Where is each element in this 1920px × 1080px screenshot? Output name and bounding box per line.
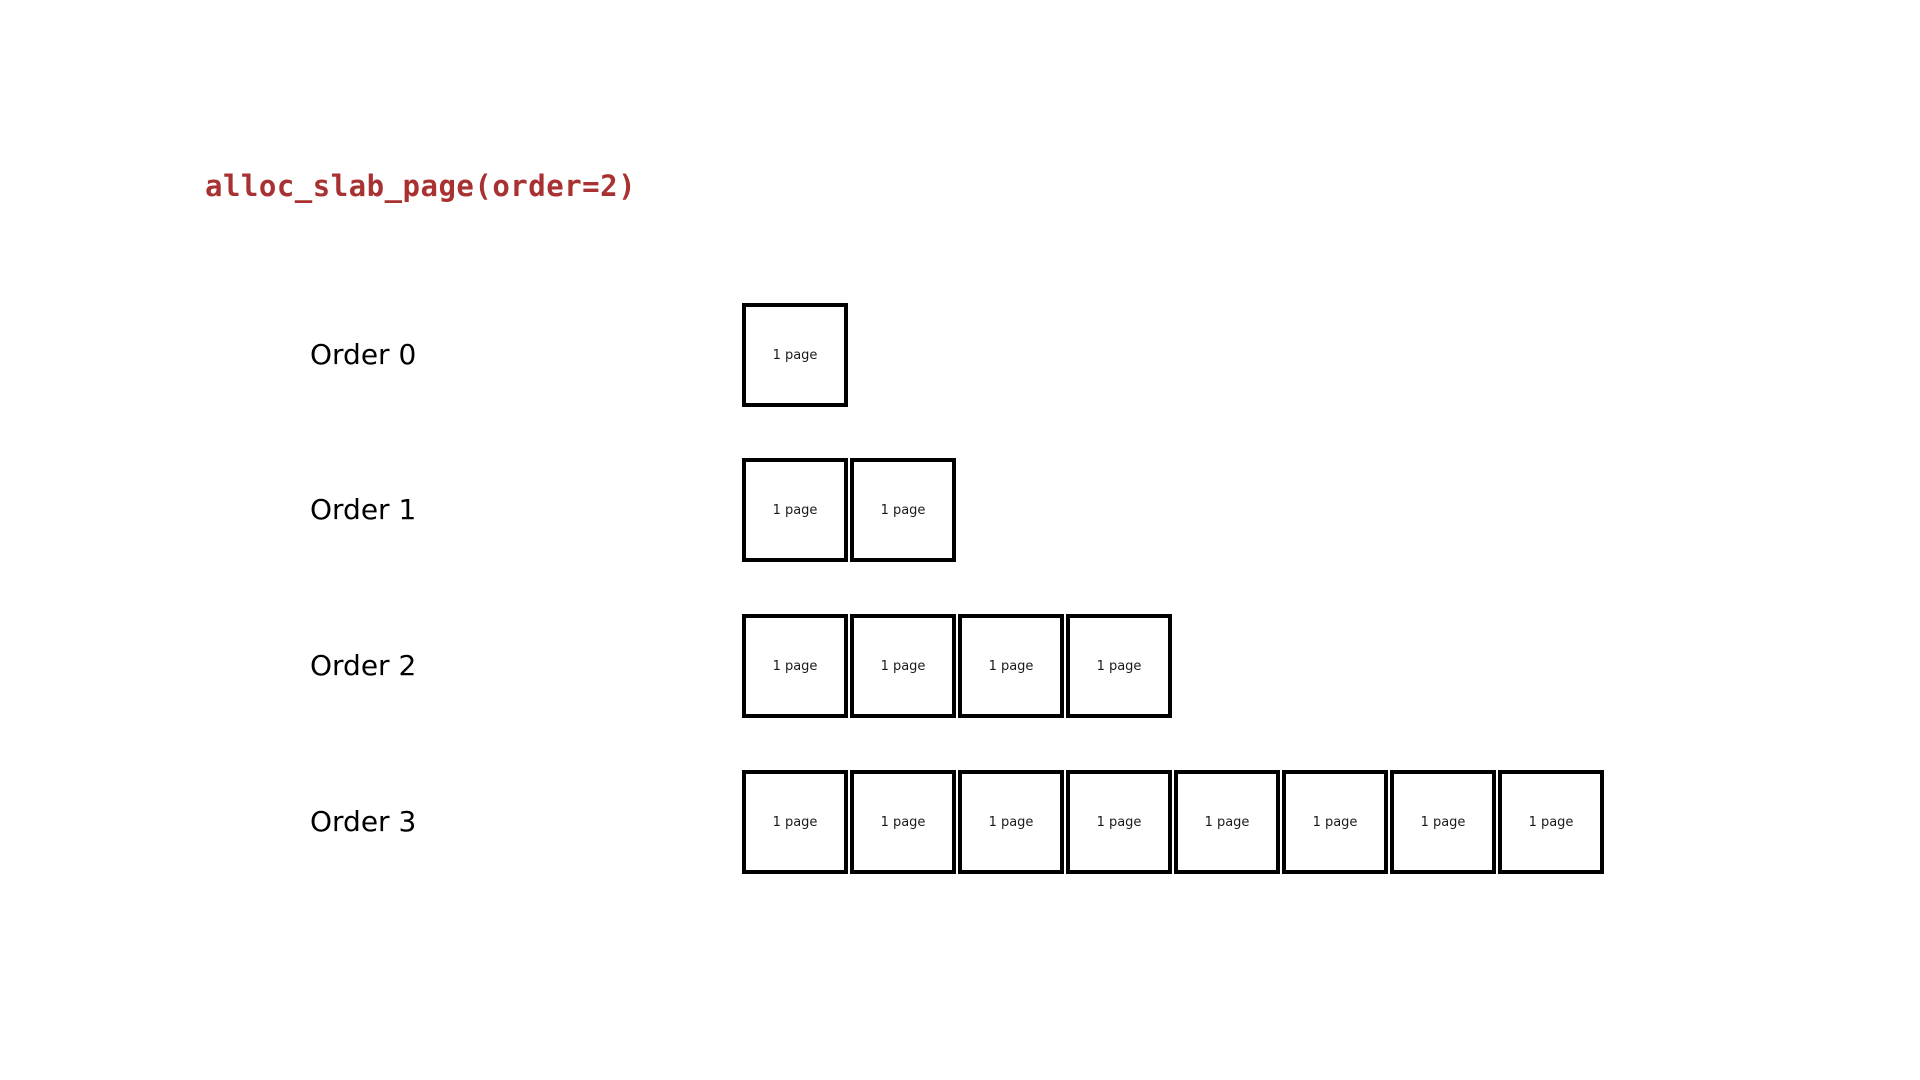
page-box: 1 page (958, 770, 1064, 874)
page-strip-order-0: 1 page (742, 303, 848, 407)
order-row-2: Order 2 1 page 1 page 1 page 1 page (0, 614, 1920, 718)
page-box: 1 page (1066, 614, 1172, 718)
page-box-label: 1 page (772, 502, 818, 518)
page-box-label: 1 page (880, 814, 926, 830)
page-box: 1 page (1498, 770, 1604, 874)
order-label-3: Order 3 (310, 805, 417, 838)
page-box-label: 1 page (1528, 814, 1574, 830)
page-box-label: 1 page (1420, 814, 1466, 830)
page-box-label: 1 page (988, 658, 1034, 674)
order-label-1: Order 1 (310, 493, 417, 526)
page-box-label: 1 page (1096, 814, 1142, 830)
page-box-label: 1 page (1096, 658, 1142, 674)
page-box: 1 page (958, 614, 1064, 718)
page-strip-order-1: 1 page 1 page (742, 458, 956, 562)
page-box-label: 1 page (772, 814, 818, 830)
page-box: 1 page (1174, 770, 1280, 874)
page-box: 1 page (850, 458, 956, 562)
page-box: 1 page (1390, 770, 1496, 874)
page-box-label: 1 page (880, 502, 926, 518)
page-box: 1 page (850, 770, 956, 874)
page-box-label: 1 page (1312, 814, 1358, 830)
page-box-label: 1 page (988, 814, 1034, 830)
page-box: 1 page (1066, 770, 1172, 874)
order-label-2: Order 2 (310, 649, 417, 682)
page-box: 1 page (742, 303, 848, 407)
page-title: alloc_slab_page(order=2) (205, 169, 637, 203)
page-box: 1 page (1282, 770, 1388, 874)
page-box: 1 page (742, 770, 848, 874)
page-strip-order-3: 1 page 1 page 1 page 1 page 1 page 1 pag… (742, 770, 1604, 874)
page-box-label: 1 page (772, 347, 818, 363)
order-row-1: Order 1 1 page 1 page (0, 458, 1920, 562)
page-box-label: 1 page (1204, 814, 1250, 830)
page-box-label: 1 page (880, 658, 926, 674)
page-box: 1 page (742, 458, 848, 562)
order-row-0: Order 0 1 page (0, 303, 1920, 407)
page-strip-order-2: 1 page 1 page 1 page 1 page (742, 614, 1172, 718)
page-box-label: 1 page (772, 658, 818, 674)
order-row-3: Order 3 1 page 1 page 1 page 1 page 1 pa… (0, 770, 1920, 874)
page-box: 1 page (850, 614, 956, 718)
order-label-0: Order 0 (310, 338, 417, 371)
page-box: 1 page (742, 614, 848, 718)
